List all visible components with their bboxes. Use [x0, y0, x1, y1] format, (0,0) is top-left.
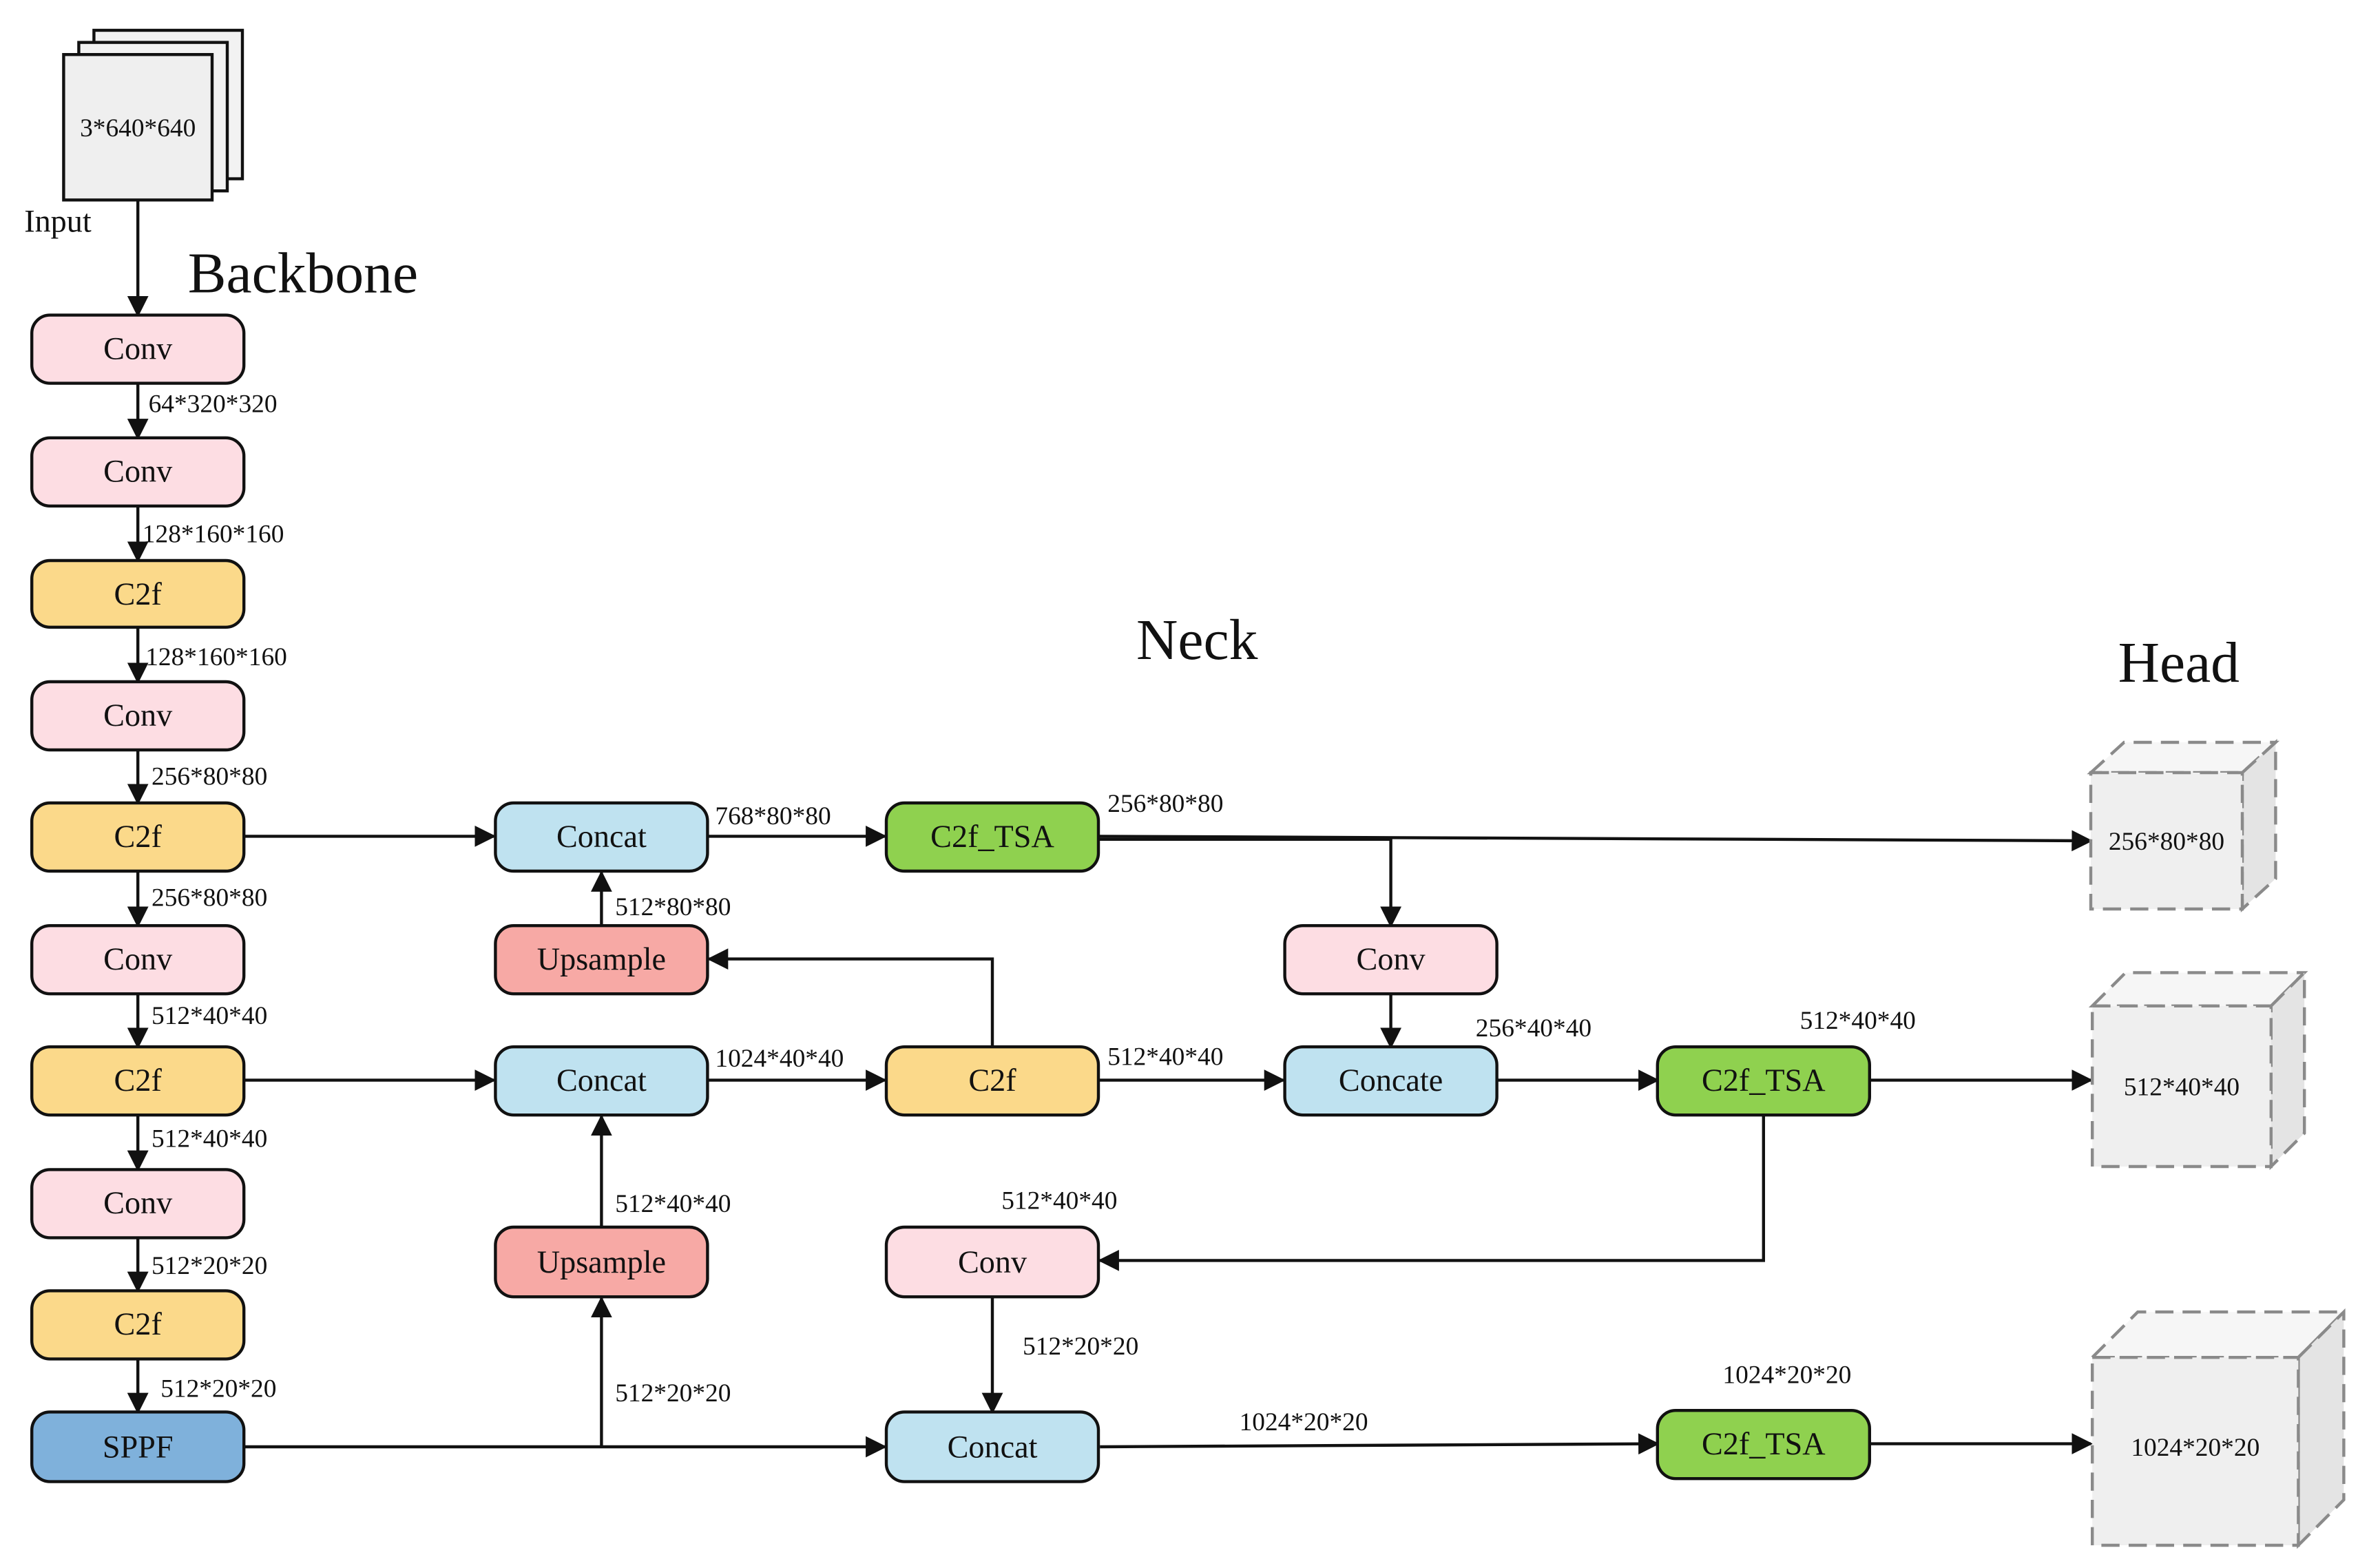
neck-c2f-tsa-1: C2f_TSA	[884, 801, 1100, 873]
backbone-sppf: SPPF	[30, 1410, 246, 1483]
backbone-conv-1-label: Conv	[103, 331, 173, 366]
neck-concat-2-label: Concat	[556, 1063, 647, 1098]
edge-label: 64*320*320	[149, 390, 278, 418]
backbone-c2f-2-label: C2f	[114, 819, 163, 854]
edge-label: 768*80*80	[715, 802, 831, 830]
backbone-column: Conv Conv C2f Conv C2f Conv C2f Conv	[30, 313, 246, 1483]
head-output-1-label: 256*80*80	[2109, 828, 2224, 856]
input-image-stack: 3*640*640	[62, 28, 244, 202]
neck-c2f-tsa-2-label: C2f_TSA	[1702, 1063, 1826, 1098]
head-output-3-label: 1024*20*20	[2131, 1434, 2260, 1462]
neck-c2f-tsa-3: C2f_TSA	[1656, 1409, 1872, 1481]
backbone-sppf-label: SPPF	[103, 1429, 174, 1464]
head-output-2: 512*40*40	[2088, 969, 2308, 1171]
head-output-1: 256*80*80	[2087, 739, 2280, 912]
neck-concat-low-label: Concat	[948, 1429, 1038, 1464]
neck-conv-mid: Conv	[884, 1225, 1100, 1299]
backbone-conv-2-label: Conv	[103, 454, 173, 489]
backbone-title: Backbone	[188, 242, 418, 306]
edge-label: 512*40*40	[1107, 1043, 1223, 1072]
neck-conv-mid-label: Conv	[958, 1244, 1027, 1279]
neck-concat-1-label: Concat	[556, 819, 647, 854]
edge-label: 512*40*40	[1800, 1007, 1916, 1035]
neck-title: Neck	[1136, 609, 1258, 672]
backbone-conv-2: Conv	[30, 436, 246, 508]
head-output-2-label: 512*40*40	[2124, 1074, 2240, 1102]
edge-label: 256*40*40	[1476, 1014, 1591, 1043]
edge-label: 512*20*20	[1023, 1332, 1138, 1361]
edge-label: 512*40*40	[152, 1125, 267, 1153]
edge-label: 256*80*80	[152, 884, 267, 912]
neck-c2f-mid-label: C2f	[968, 1063, 1016, 1098]
neck-upsample-1: Upsample	[494, 924, 709, 996]
neck-concate: Concate	[1283, 1045, 1499, 1117]
backbone-c2f-4: C2f	[30, 1289, 246, 1361]
neck-upsample-2-label: Upsample	[537, 1244, 666, 1279]
neck-c2f-tsa-3-label: C2f_TSA	[1702, 1426, 1826, 1461]
backbone-c2f-1: C2f	[30, 558, 246, 629]
edge-label: 1024*20*20	[1722, 1361, 1851, 1390]
head-output-3: 1024*20*20	[2088, 1308, 2348, 1549]
backbone-c2f-3: C2f	[30, 1045, 246, 1117]
edge-label: 512*40*40	[152, 1002, 267, 1030]
neck-c2f-mid: C2f	[884, 1045, 1100, 1117]
edge-label: 512*20*20	[160, 1374, 276, 1403]
backbone-conv-4: Conv	[30, 924, 246, 996]
input-size-label: 3*640*640	[80, 114, 196, 143]
backbone-conv-3-label: Conv	[103, 698, 173, 733]
edge-label: 256*80*80	[152, 763, 267, 791]
edge-label: 512*80*80	[615, 893, 731, 921]
backbone-edge-labels: 64*320*320 128*160*160 128*160*160 256*8…	[143, 390, 287, 1403]
backbone-c2f-3-label: C2f	[114, 1063, 163, 1098]
head-title: Head	[2118, 631, 2240, 695]
edge-label: 1024*40*40	[715, 1045, 844, 1073]
neck-conv-right-label: Conv	[1357, 941, 1426, 976]
edge-label: 128*160*160	[143, 521, 284, 549]
backbone-conv-1: Conv	[30, 313, 246, 385]
edge-label: 128*160*160	[145, 643, 287, 671]
neck-concat-2: Concat	[494, 1045, 709, 1117]
backbone-conv-5-label: Conv	[103, 1185, 173, 1220]
neck: Concat Upsample Concat Upsample C2f_TSA …	[494, 801, 1872, 1483]
neck-c2f-tsa-2: C2f_TSA	[1656, 1045, 1872, 1117]
input-label: Input	[24, 204, 92, 239]
neck-edge-labels: 768*80*80 512*80*80 256*80*80 1024*40*40…	[615, 790, 1916, 1436]
neck-concate-label: Concate	[1339, 1063, 1443, 1098]
edge-label: 256*80*80	[1107, 790, 1223, 818]
neck-upsample-2: Upsample	[494, 1225, 709, 1299]
edge-label: 512*20*20	[615, 1379, 731, 1408]
edge-label: 512*20*20	[152, 1252, 267, 1280]
neck-c2f-tsa-1-label: C2f_TSA	[930, 819, 1054, 854]
backbone-conv-4-label: Conv	[103, 941, 173, 976]
backbone-conv-3: Conv	[30, 680, 246, 752]
backbone-conv-5: Conv	[30, 1168, 246, 1240]
edge-label: 1024*20*20	[1240, 1408, 1368, 1436]
edge-label: 512*40*40	[615, 1190, 731, 1218]
backbone-c2f-2: C2f	[30, 801, 246, 873]
connectors	[127, 200, 2094, 1458]
neck-concat-low: Concat	[884, 1410, 1100, 1483]
neck-upsample-1-label: Upsample	[537, 941, 666, 976]
neck-concat-1: Concat	[494, 801, 709, 873]
edge-label: 512*40*40	[1001, 1187, 1117, 1215]
neck-conv-right: Conv	[1283, 924, 1499, 996]
backbone-c2f-4-label: C2f	[114, 1306, 163, 1341]
backbone-c2f-1-label: C2f	[114, 576, 163, 611]
